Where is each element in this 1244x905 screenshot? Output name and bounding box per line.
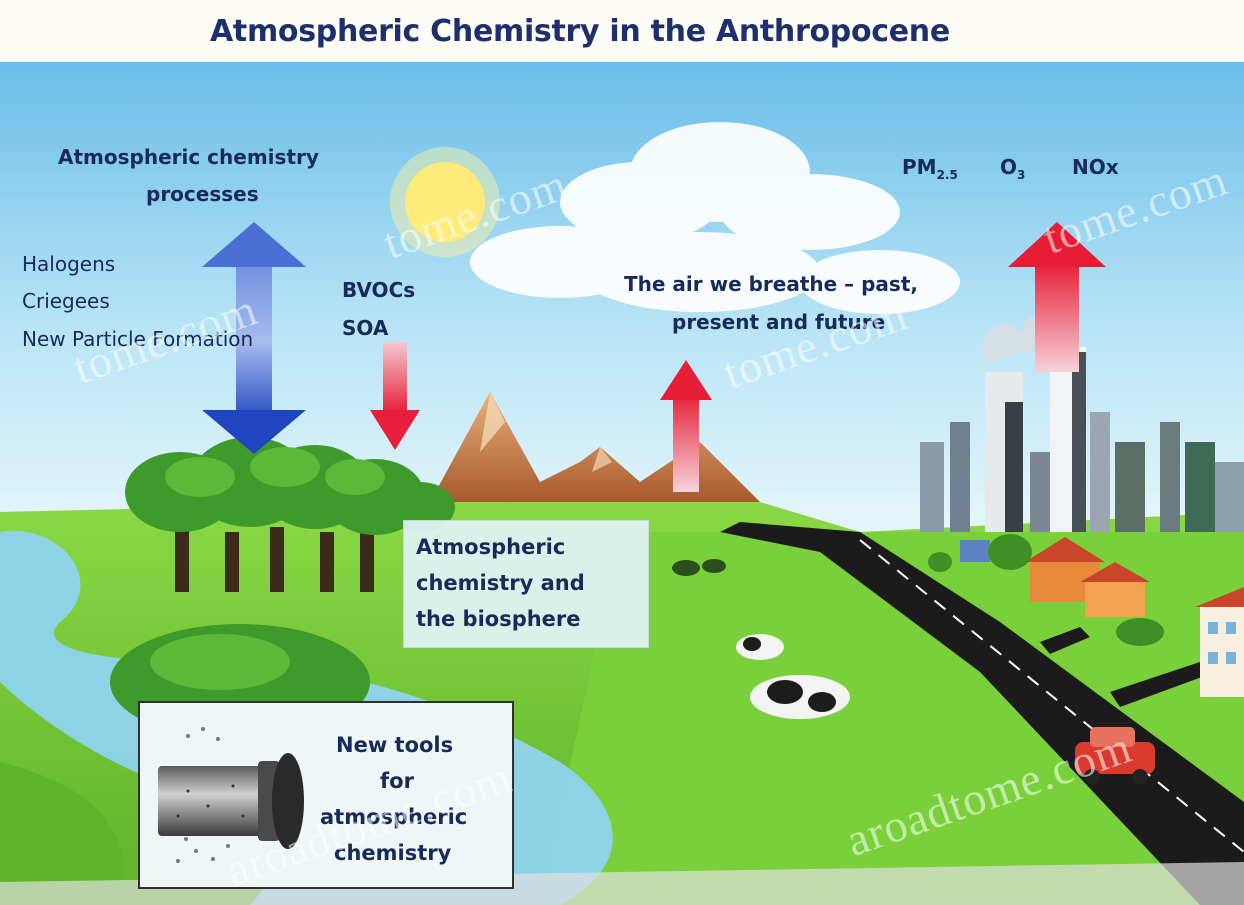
nox-label: NOx <box>1072 155 1119 179</box>
new-tools-label-line2: for <box>380 769 414 793</box>
air-we-breathe-line1: The air we breathe – past, <box>624 272 918 296</box>
scene: Atmospheric chemistry processes Halogens… <box>0 62 1244 905</box>
criegees-label: Criegees <box>22 289 110 313</box>
halogens-label: Halogens <box>22 252 116 276</box>
city-skyline-icon <box>920 313 1244 532</box>
biosphere-box: Atmospheric chemistry and the biosphere <box>403 520 649 648</box>
biosphere-label-line2: chemistry and <box>416 571 585 595</box>
red-down-arrow <box>370 342 420 450</box>
bvocs-label: BVOCs <box>342 278 416 302</box>
blue-double-arrow <box>202 222 306 454</box>
new-tools-label-line3: atmospheric <box>320 805 468 829</box>
soa-label: SOA <box>342 316 389 340</box>
new-particle-formation-label: New Particle Formation <box>22 327 254 351</box>
o3-label: O3 <box>1000 155 1026 182</box>
processes-label-line1: Atmospheric chemistry <box>58 145 319 169</box>
title-bar: Atmospheric Chemistry in the Anthropocen… <box>0 0 1244 62</box>
red-emission-arrow <box>1008 222 1106 372</box>
cloud-icon <box>470 122 960 314</box>
car-icon <box>1075 727 1155 785</box>
new-tools-label-line4: chemistry <box>334 841 452 865</box>
diagram-title: Atmospheric Chemistry in the Anthropocen… <box>210 14 950 49</box>
new-tools-box: New tools for atmospheric chemistry <box>138 701 514 889</box>
tree-icon <box>110 437 455 740</box>
flow-tube-icon <box>158 727 304 863</box>
biosphere-label-line3: the biosphere <box>416 607 581 631</box>
house-icon <box>960 537 1244 697</box>
cow-icon <box>672 559 850 719</box>
sun-icon <box>390 147 500 257</box>
biosphere-label-line1: Atmospheric <box>416 535 566 559</box>
red-up-arrow <box>660 360 712 492</box>
air-we-breathe-line2: present and future <box>672 310 886 334</box>
pm25-label: PM2.5 <box>902 155 958 182</box>
processes-label-line2: processes <box>146 182 259 206</box>
new-tools-label-line1: New tools <box>336 733 454 757</box>
